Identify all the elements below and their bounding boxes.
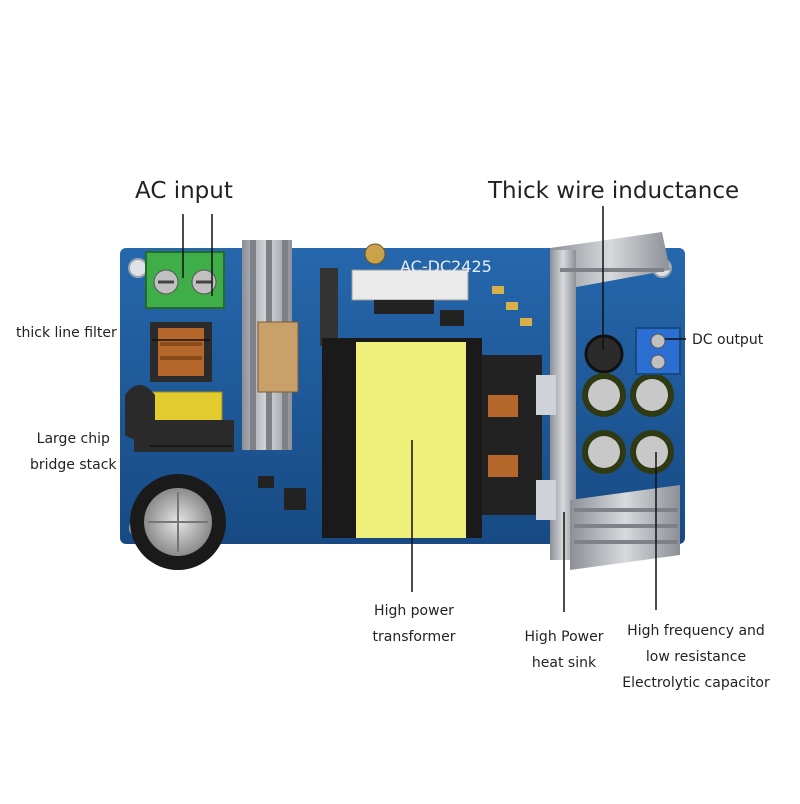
label-capacitor-line2: low resistance: [645, 649, 747, 665]
label-high-power-heat-sink: High Power heat sink: [525, 624, 604, 676]
bulk-capacitor: [130, 474, 226, 570]
x-capacitor: [149, 391, 223, 423]
right-heat-sink: [536, 232, 680, 570]
label-capacitor-line3: Electrolytic capacitor: [622, 675, 770, 691]
label-thick-wire-inductance: Thick wire inductance: [488, 178, 740, 204]
dc-output-terminal: [635, 327, 681, 375]
output-inductor: [584, 334, 624, 374]
label-dc-output: DC output: [692, 332, 764, 348]
line-filter-coil: [150, 322, 212, 382]
label-large-chip-line1: Large chip: [36, 431, 110, 447]
ac-input-terminal: [145, 251, 225, 309]
label-electrolytic-capacitor: High frequency and low resistance Electr…: [622, 618, 769, 696]
left-heat-sink: [242, 240, 299, 450]
label-large-chip-line2: bridge stack: [30, 457, 117, 473]
label-transformer-line1: High power: [374, 603, 454, 619]
pin-header: [320, 268, 469, 346]
label-large-chip-bridge-stack: Large chip bridge stack: [30, 426, 117, 478]
pointer-lines: [150, 206, 686, 612]
silkscreen-model-text: AC-DC2425: [400, 257, 492, 276]
label-ac-input: AC input: [135, 178, 233, 204]
transformer: [322, 338, 542, 538]
label-heat-sink-line1: High Power: [524, 629, 604, 645]
small-capacitor: [364, 243, 386, 265]
mounting-hole: [128, 258, 148, 278]
output-capacitors: [582, 373, 674, 474]
label-heat-sink-line2: heat sink: [531, 655, 597, 671]
label-high-power-transformer: High power transformer: [372, 598, 455, 650]
label-thick-line-filter: thick line filter: [16, 325, 117, 341]
label-capacitor-line1: High frequency and: [627, 623, 765, 639]
label-transformer-line2: transformer: [372, 629, 456, 645]
